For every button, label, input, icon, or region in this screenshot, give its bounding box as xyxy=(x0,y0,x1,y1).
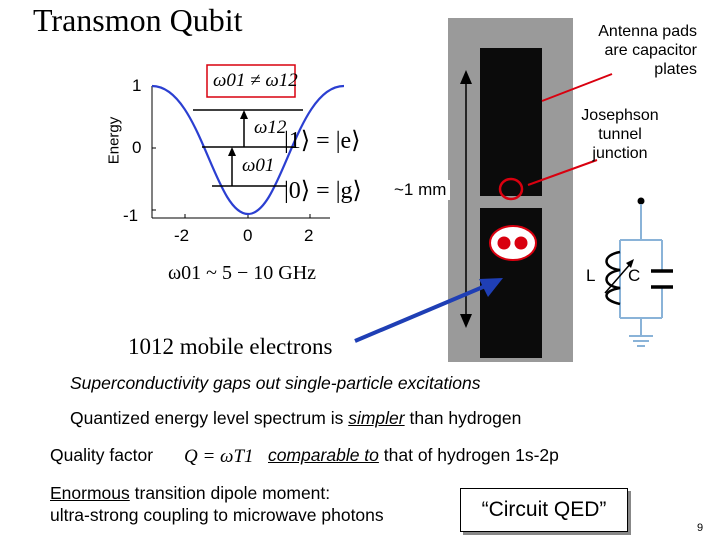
bullet-quality-comparison: comparable to that of hydrogen 1s-2p xyxy=(268,445,559,466)
x-tick-label-1: -2 xyxy=(174,226,190,245)
junction-callout-line3: junction xyxy=(592,145,648,162)
bullet-quality-label: Quality factor xyxy=(50,445,154,465)
antenna-callout-line1: Antenna pads xyxy=(598,23,697,40)
antenna-pad-top xyxy=(480,48,542,196)
state-zero-label: |0⟩ = |g⟩ xyxy=(284,178,362,204)
inductor-label: L xyxy=(586,266,596,285)
y-tick-label-1: 1 xyxy=(132,76,142,95)
junction-callout: Josephson tunnel junction xyxy=(560,106,680,163)
circuit-qed-box: “Circuit QED” xyxy=(460,488,628,532)
omega01-label: ω01 xyxy=(242,155,275,176)
capacitor-label: C xyxy=(628,266,641,285)
bullet-dipole-line2: ultra-strong coupling to microwave photo… xyxy=(50,505,384,525)
antenna-callout-line xyxy=(541,73,613,102)
y-tick-marks xyxy=(152,85,156,211)
bullet-spectrum-pre: Quantized energy level spectrum is xyxy=(70,408,349,428)
antenna-callout-line2: are capacitor xyxy=(604,42,698,59)
state-one-label: |1⟩ = |e⟩ xyxy=(284,128,361,154)
y-tick-label-3: -1 xyxy=(123,206,139,225)
junction-callout-line1: Josephson xyxy=(581,107,659,124)
energy-ylabel-wrap: Energy xyxy=(104,102,124,182)
cooper-pair xyxy=(489,225,537,261)
mobile-electrons-label: 1012 mobile electrons xyxy=(128,334,333,359)
bullet-quality-post: that of hydrogen 1s-2p xyxy=(378,445,559,465)
bullet-dipole-line1: transition dipole moment: xyxy=(129,483,331,503)
slide-title: Transmon Qubit xyxy=(33,2,243,38)
condition-box xyxy=(206,64,296,98)
bullet-quality-emph: comparable to xyxy=(268,445,379,465)
omega12-label: ω12 xyxy=(254,117,287,138)
bullet-dipole: Enormous transition dipole moment: ultra… xyxy=(50,482,384,526)
cosine-potential-curve xyxy=(151,84,345,216)
antenna-callout-line3: plates xyxy=(654,61,697,78)
size-label: ~1 mm xyxy=(390,180,451,200)
x-tick-label-2: 0 xyxy=(243,226,253,245)
circuit-schematic xyxy=(604,197,673,347)
bullet-spectrum: Quantized energy level spectrum is simpl… xyxy=(70,408,521,429)
x-tick-label-3: 2 xyxy=(304,226,314,245)
junction-circle xyxy=(498,177,524,201)
boxed-condition: ω01 ≠ ω12 xyxy=(213,70,298,91)
frequency-range: ω01 ~ 5 − 10 GHz xyxy=(168,262,317,284)
junction-callout-line2: tunnel xyxy=(598,126,642,143)
electron-2 xyxy=(514,236,528,250)
electron-pointer-arrow xyxy=(354,282,491,343)
energy-ylabel: Energy xyxy=(105,116,123,165)
inductor-coil xyxy=(605,250,621,306)
junction-callout-line xyxy=(527,159,598,186)
bullet-dipole-emph: Enormous xyxy=(50,483,130,503)
antenna-callout: Antenna pads are capacitor plates xyxy=(560,22,697,79)
bullet-spectrum-emph: simpler xyxy=(348,408,405,428)
bullet-spectrum-post: than hydrogen xyxy=(404,408,522,428)
quality-factor-formula: Q = ωT1 xyxy=(184,446,254,467)
electron-1 xyxy=(497,236,511,250)
y-tick-label-2: 0 xyxy=(132,138,142,157)
tunable-arrow xyxy=(604,261,633,294)
bullet-superconductivity: Superconductivity gaps out single-partic… xyxy=(70,373,481,393)
page-number: 9 xyxy=(697,522,704,534)
